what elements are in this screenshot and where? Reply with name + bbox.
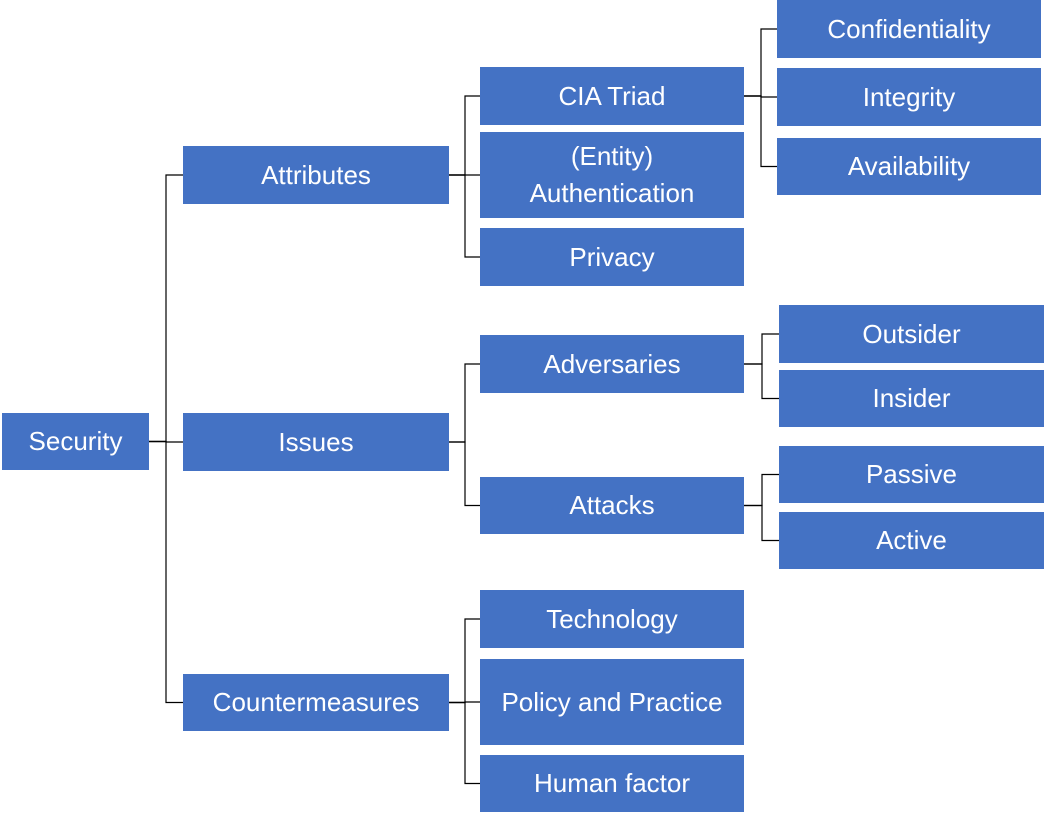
node-entity-authentication-label: (Entity) Authentication <box>529 141 695 208</box>
connector-security-attributes <box>149 174 183 443</box>
connector-countermeasures-human-factor <box>449 701 480 785</box>
node-integrity: Integrity <box>777 68 1041 126</box>
node-outsider: Outsider <box>779 305 1044 363</box>
connector-issues-attacks <box>449 441 480 507</box>
connector-attributes-privacy <box>449 174 480 258</box>
connector-attributes-cia-triad <box>449 95 480 176</box>
node-adversaries: Adversaries <box>480 335 744 393</box>
node-active: Active <box>779 512 1044 569</box>
node-policy-and-practice-label: Policy and Practice <box>501 686 723 717</box>
node-cia-triad: CIA Triad <box>480 67 744 125</box>
node-attacks: Attacks <box>480 477 744 534</box>
connector-attacks-active <box>744 504 779 542</box>
node-entity-authentication: (Entity) Authentication <box>480 132 744 218</box>
node-policy-and-practice: Policy and Practice <box>480 659 744 745</box>
node-attributes: Attributes <box>183 146 449 204</box>
connector-cia-triad-availability <box>744 95 777 168</box>
node-insider: Insider <box>779 370 1044 427</box>
connector-attacks-passive <box>744 473 779 507</box>
connector-adversaries-outsider <box>744 333 779 365</box>
node-confidentiality: Confidentiality <box>777 0 1041 58</box>
node-availability: Availability <box>777 138 1041 195</box>
node-security: Security <box>2 413 149 470</box>
node-technology: Technology <box>480 590 744 648</box>
node-human-factor: Human factor <box>480 755 744 812</box>
connector-cia-triad-confidentiality <box>744 28 777 97</box>
node-countermeasures: Countermeasures <box>183 674 449 731</box>
connector-security-countermeasures <box>149 440 183 704</box>
connector-issues-adversaries <box>449 363 480 443</box>
node-passive: Passive <box>779 446 1044 503</box>
node-privacy: Privacy <box>480 228 744 286</box>
connector-adversaries-insider <box>744 363 779 400</box>
connector-countermeasures-technology <box>449 618 480 704</box>
node-issues: Issues <box>183 413 449 471</box>
